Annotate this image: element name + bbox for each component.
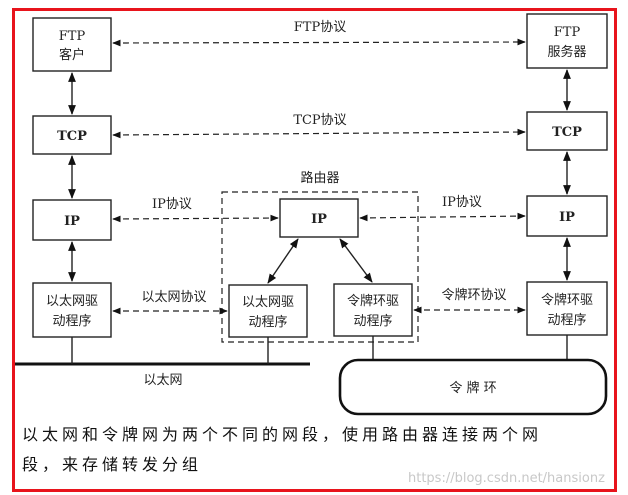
left-ftp-client-box: FTP 客户 (32, 17, 112, 72)
router-ip-tr-arrow (339, 238, 373, 283)
caption-line-1: 以太网和令牌网为两个不同的网段，使用路由器连接两个网 (22, 425, 542, 444)
ip-protocol-right-label: IP协议 (442, 195, 482, 210)
svg-text:令牌环驱: 令牌环驱 (541, 292, 593, 308)
router-enclosure (221, 191, 419, 343)
left-tcp-box: TCP (32, 115, 112, 155)
router-title: 路由器 (300, 170, 339, 186)
svg-text:以太网驱: 以太网驱 (242, 295, 294, 310)
right-token-ring-driver-box: 令牌环驱 动程序 (526, 281, 608, 336)
right-tcp-box: TCP (526, 111, 608, 151)
svg-text:动程序: 动程序 (353, 314, 392, 329)
svg-text:IP: IP (311, 212, 327, 227)
left-ethernet-driver-box: 以太网驱 动程序 (32, 282, 112, 338)
right-ftp-server-box: FTP 服务器 (526, 13, 608, 69)
ethernet-label: 以太网 (143, 373, 182, 388)
svg-text:令牌环驱: 令牌环驱 (347, 293, 399, 309)
ip-protocol-left-label: IP协议 (152, 197, 192, 212)
router-ip-box: IP (279, 198, 359, 238)
svg-text:服务器: 服务器 (547, 44, 586, 60)
tcp-protocol-arrow (112, 128, 526, 139)
ip-protocol-right-arrow (359, 212, 526, 222)
token-ring-label: 令 牌 环 (449, 380, 496, 396)
tcp-protocol-label: TCP协议 (293, 113, 346, 128)
svg-text:TCP: TCP (552, 125, 582, 140)
diagram-frame (12, 8, 617, 492)
svg-text:动程序: 动程序 (52, 314, 91, 329)
left-ip-box: IP (32, 199, 112, 241)
ftp-protocol-arrow (112, 38, 526, 47)
ftp-protocol-label: FTP协议 (294, 20, 346, 35)
svg-text:IP: IP (64, 214, 80, 229)
svg-text:FTP: FTP (59, 29, 86, 44)
right-ip-box: IP (526, 195, 608, 237)
caption-line-2: 段，来存储转发分组 (22, 455, 202, 474)
svg-text:动程序: 动程序 (248, 315, 287, 330)
router-token-ring-driver-box: 令牌环驱 动程序 (333, 283, 413, 337)
router-ip-eth-arrow (267, 238, 299, 284)
svg-text:以太网驱: 以太网驱 (46, 294, 98, 309)
router-ethernet-driver-box: 以太网驱 动程序 (228, 284, 308, 338)
svg-text:IP: IP (559, 210, 575, 225)
ethernet-protocol-label: 以太网协议 (141, 290, 206, 305)
svg-text:客户: 客户 (59, 47, 85, 63)
svg-text:TCP: TCP (57, 129, 87, 144)
token-ring (338, 358, 608, 416)
token-ring-protocol-label: 令牌环协议 (441, 287, 506, 303)
svg-text:FTP: FTP (554, 25, 581, 40)
svg-text:动程序: 动程序 (547, 313, 586, 328)
ip-protocol-left-arrow (112, 214, 279, 223)
watermark: https://blog.csdn.net/hansionz (408, 471, 605, 486)
